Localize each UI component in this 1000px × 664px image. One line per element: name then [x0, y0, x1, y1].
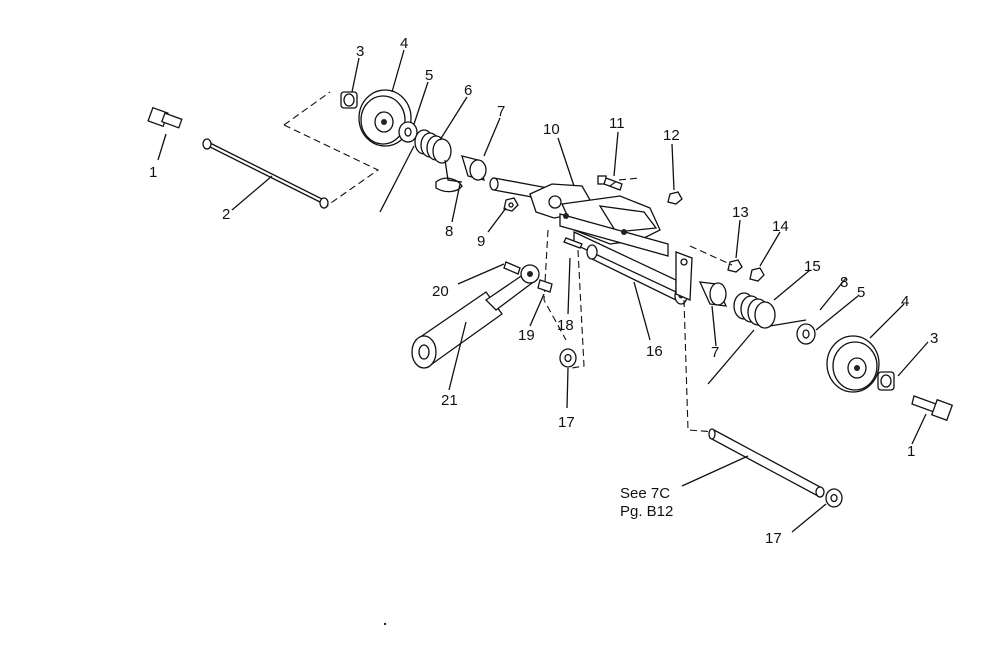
callout-3-right: 3 — [930, 330, 938, 347]
bolt-right — [911, 395, 954, 422]
torsion-spring-right — [707, 292, 807, 385]
callout-5-left: 5 — [425, 67, 433, 84]
callout-17-bottom: 17 — [765, 530, 782, 547]
callout-20: 20 — [432, 283, 449, 300]
shock-absorber — [411, 264, 540, 369]
callout-12: 12 — [663, 127, 680, 144]
leader-dash-center — [543, 177, 733, 433]
callout-14: 14 — [772, 218, 789, 235]
axle-left — [202, 138, 329, 209]
leader-dash-left — [283, 91, 380, 206]
callout-3-left: 3 — [356, 43, 364, 60]
reference-note-line1: See 7C — [620, 485, 670, 502]
bolt-20 — [503, 261, 521, 275]
bushing-left — [340, 91, 358, 109]
bolt-left — [147, 106, 183, 129]
bushing-right — [877, 371, 895, 391]
nut-14 — [749, 267, 765, 282]
callout-4-left: 4 — [400, 35, 408, 52]
callout-8-top: 8 — [445, 223, 453, 240]
callout-9: 9 — [477, 233, 485, 250]
callout-21: 21 — [441, 392, 458, 409]
spacer-top — [461, 155, 487, 181]
callout-1-right: 1 — [907, 443, 915, 460]
clip-top — [435, 177, 463, 193]
washer-right — [796, 323, 816, 345]
callout-17-mid: 17 — [558, 414, 575, 431]
axle-bottom — [708, 428, 825, 498]
washer-17-mid — [559, 348, 577, 368]
callout-13: 13 — [732, 204, 749, 221]
callout-18: 18 — [557, 317, 574, 334]
speck — [383, 622, 387, 626]
callout-7-bottom: 7 — [711, 344, 719, 361]
callout-5-right: 5 — [857, 284, 865, 301]
nut-13 — [727, 259, 743, 273]
callout-labels: 1 2 3 4 5 6 7 8 9 10 11 12 13 14 15 8 5 … — [149, 35, 938, 547]
callout-1-left: 1 — [149, 164, 157, 181]
idler-wheel-left — [358, 89, 412, 147]
idler-wheel-right — [826, 335, 880, 393]
spacer-bottom — [698, 281, 728, 307]
carrier-assembly — [489, 177, 693, 306]
callout-11: 11 — [609, 115, 625, 132]
washer-left — [398, 121, 418, 143]
reference-note-line2: Pg. B12 — [620, 503, 673, 520]
bolt-11 — [597, 175, 623, 191]
washer-17-bottom — [825, 488, 843, 508]
callout-19: 19 — [518, 327, 535, 344]
callout-2: 2 — [222, 206, 230, 223]
callout-4-right: 4 — [901, 293, 909, 310]
callout-7-top: 7 — [497, 103, 505, 120]
callout-15: 15 — [804, 258, 821, 275]
torsion-spring-left — [379, 129, 463, 213]
nut-9 — [503, 197, 519, 212]
callout-16: 16 — [646, 343, 663, 360]
spacer-19 — [537, 279, 553, 293]
leader-lines — [157, 49, 929, 533]
nut-12 — [667, 191, 683, 205]
pin-18 — [563, 237, 583, 249]
callout-6: 6 — [464, 82, 472, 99]
callout-10: 10 — [543, 121, 560, 138]
callout-8-right: 8 — [840, 274, 848, 291]
